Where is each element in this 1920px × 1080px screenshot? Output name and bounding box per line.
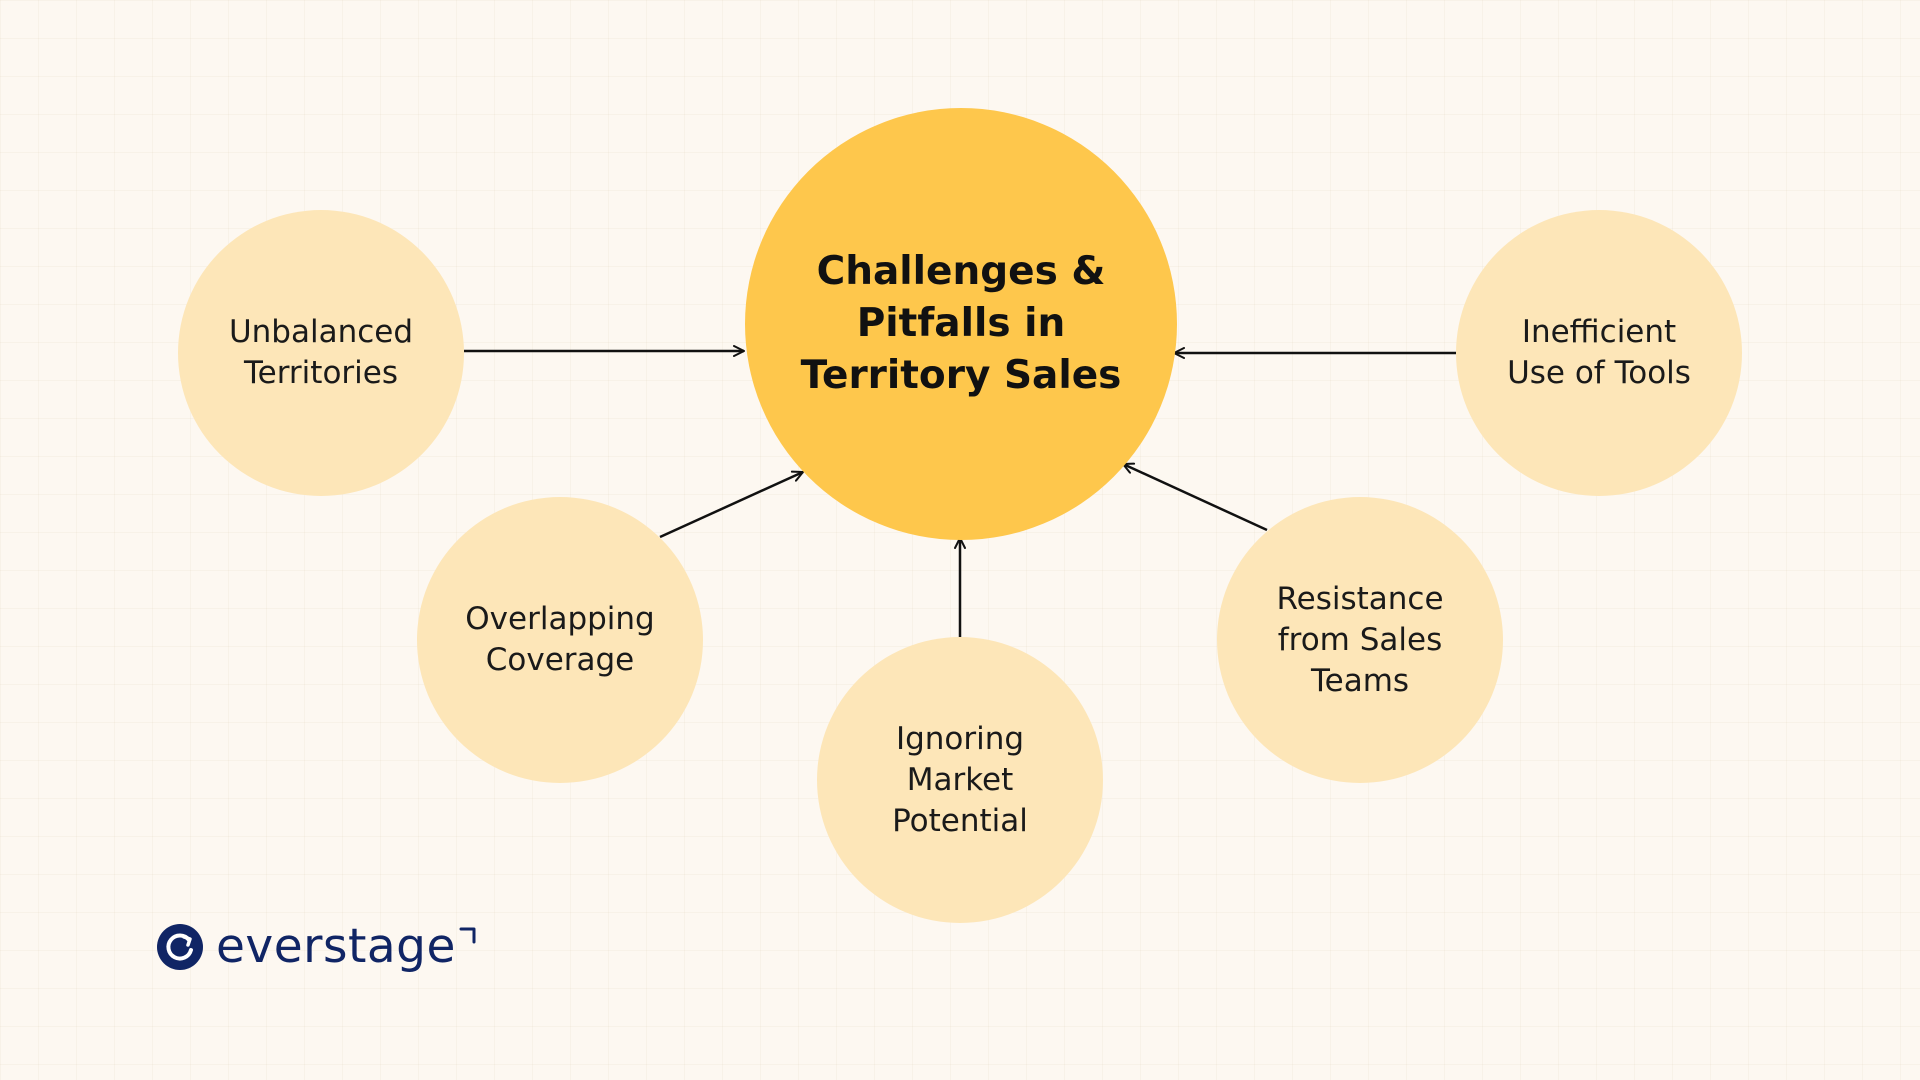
node-ignoring-market-potential: Ignoring Market Potential (817, 637, 1103, 923)
center-node: Challenges & Pitfalls in Territory Sales (745, 108, 1177, 540)
everstage-logo-mark-icon (157, 924, 203, 970)
logo-corner-tick-icon (459, 927, 476, 944)
node-overlapping-coverage: Overlapping Coverage (417, 497, 703, 783)
node-label: Resistance from Sales Teams (1276, 580, 1444, 699)
node-label: Overlapping Coverage (465, 601, 655, 678)
everstage-wordmark: everstage (216, 919, 456, 974)
center-node-label: Challenges & Pitfalls in Territory Sales (800, 249, 1122, 398)
node-label: Unbalanced Territories (228, 314, 414, 391)
everstage-logo: everstage (156, 922, 478, 972)
node-unbalanced-territories: Unbalanced Territories (178, 210, 464, 496)
arrow-resistance-from-sales-teams (1122, 462, 1268, 532)
node-inefficient-use-of-tools: Inefficient Use of Tools (1456, 210, 1742, 496)
arrow-overlapping-coverage (659, 470, 804, 539)
node-label: Ignoring Market Potential (892, 720, 1028, 839)
node-label: Inefficient Use of Tools (1507, 314, 1691, 391)
node-resistance-from-sales-teams: Resistance from Sales Teams (1217, 497, 1503, 783)
